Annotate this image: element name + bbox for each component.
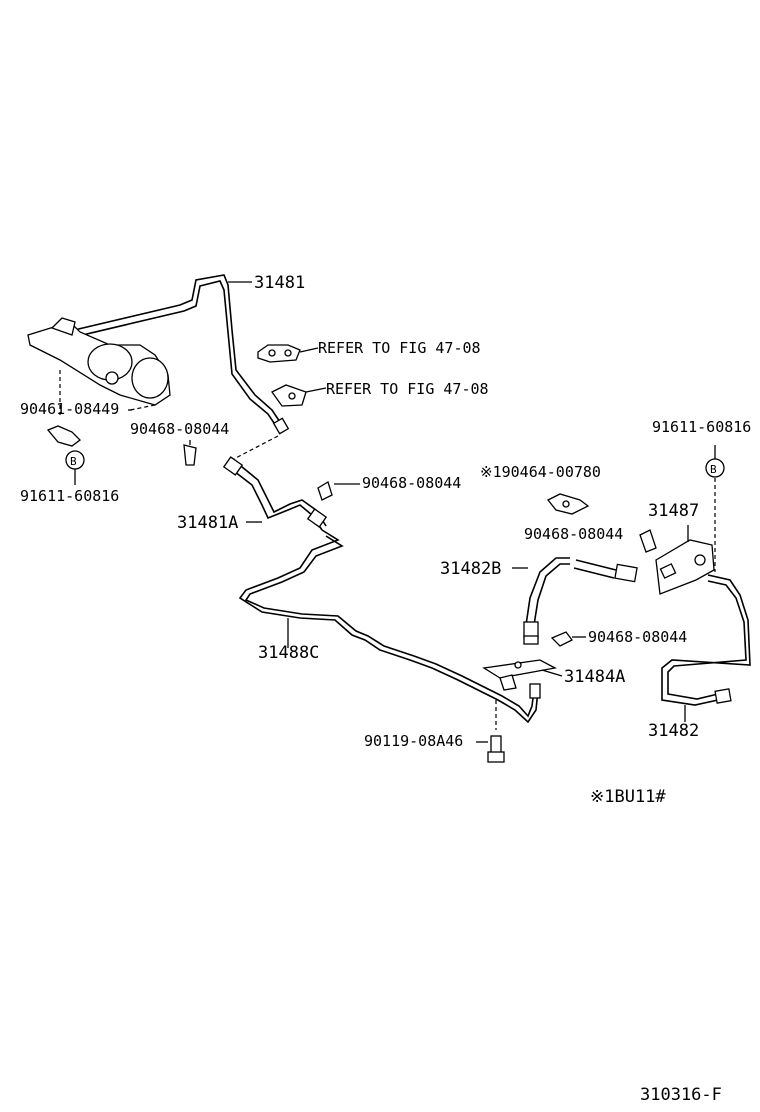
label-31482b: 31482B bbox=[440, 559, 501, 579]
master-cylinder bbox=[27, 317, 171, 406]
bracket-31487 bbox=[655, 539, 715, 595]
fitting-31481 bbox=[272, 417, 290, 435]
leader-dash-bolt bbox=[129, 404, 156, 411]
label-31481: 31481 bbox=[254, 273, 305, 293]
leader-ref-1 bbox=[299, 347, 319, 353]
label-ref-1: REFER TO FIG 47-08 bbox=[318, 339, 481, 357]
b-label-left: B bbox=[70, 455, 77, 468]
bolt-90119 bbox=[487, 735, 505, 763]
label-31488c: 31488C bbox=[258, 643, 319, 663]
clamp-ref-2 bbox=[271, 384, 307, 407]
label-note: ※1BU11# bbox=[590, 787, 666, 807]
label-31481a: 31481A bbox=[177, 513, 238, 533]
clip-90468-b bbox=[317, 481, 333, 501]
label-91611-left: 91611-60816 bbox=[20, 487, 119, 505]
label-90468-b: 90468-08044 bbox=[362, 474, 461, 492]
clip-90468-d bbox=[550, 631, 573, 647]
label-31484a: 31484A bbox=[564, 667, 625, 687]
clip-90468-c bbox=[639, 529, 657, 553]
pipe-31488c bbox=[238, 529, 539, 724]
b-marker-right: B bbox=[705, 458, 725, 478]
leader-31484a bbox=[541, 669, 563, 677]
label-31487: 31487 bbox=[648, 501, 699, 521]
label-90468-c: 90468-08044 bbox=[524, 525, 623, 543]
bracket-31484a bbox=[482, 659, 557, 691]
clamp-ref-1 bbox=[257, 344, 301, 363]
b-marker-left: B bbox=[65, 450, 85, 470]
leader-ref-2 bbox=[305, 387, 327, 393]
hose-31481a bbox=[222, 456, 328, 531]
label-91611-right: 91611-60816 bbox=[652, 418, 751, 436]
label-ref-2: REFER TO FIG 47-08 bbox=[326, 380, 489, 398]
pipe-31482 bbox=[661, 574, 751, 706]
clip-90468-a bbox=[183, 444, 197, 466]
fitting-31488c bbox=[529, 683, 541, 699]
clamp-90461 bbox=[46, 425, 81, 447]
label-90461: 90461-08449 bbox=[20, 400, 119, 418]
pipe-31481 bbox=[31, 274, 283, 430]
b-label-right: B bbox=[710, 463, 717, 476]
label-90468-a: 90468-08044 bbox=[130, 420, 229, 438]
label-90468-d: 90468-08044 bbox=[588, 628, 687, 646]
dash-connection bbox=[227, 435, 279, 463]
hose-segment bbox=[573, 559, 638, 583]
clamp-190464 bbox=[546, 493, 590, 515]
label-figure-id: 310316-F bbox=[640, 1085, 722, 1105]
hose-31482b bbox=[523, 557, 570, 645]
label-31482: 31482 bbox=[648, 721, 699, 741]
label-190464: ※190464-00780 bbox=[480, 463, 601, 481]
label-90119: 90119-08A46 bbox=[364, 732, 463, 750]
